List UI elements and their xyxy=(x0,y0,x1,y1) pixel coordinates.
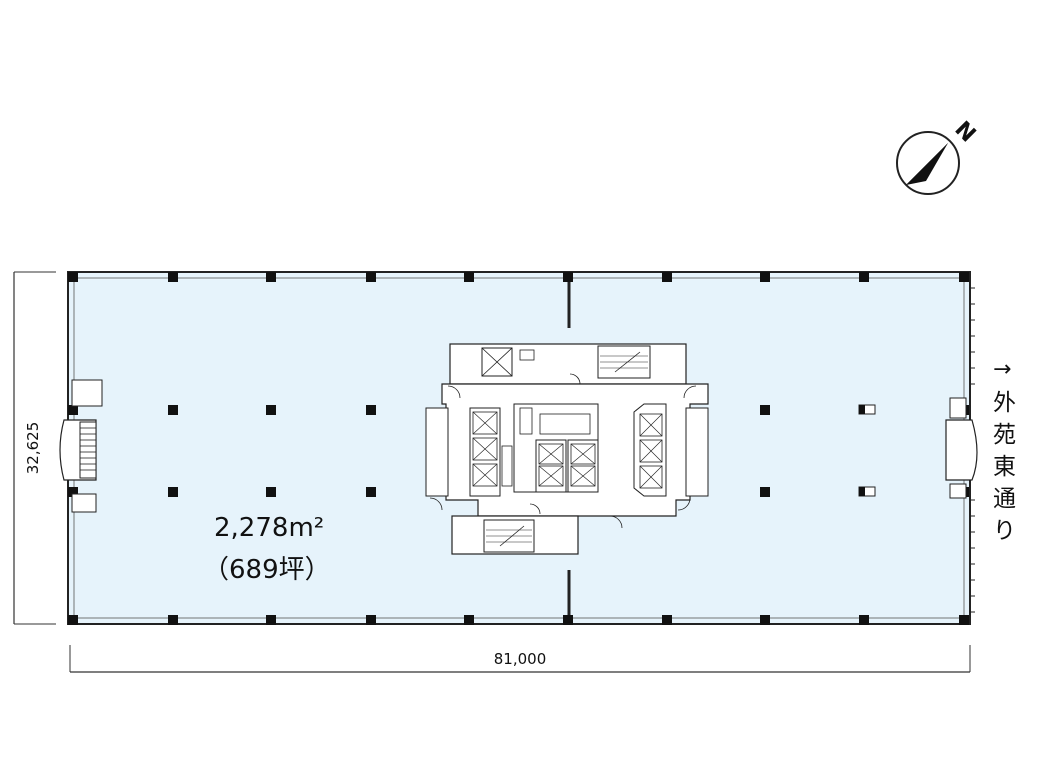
compass: N xyxy=(896,117,981,195)
column xyxy=(464,615,474,625)
column xyxy=(266,615,276,625)
west-stair xyxy=(59,379,103,513)
column xyxy=(168,487,178,497)
column xyxy=(366,487,376,497)
column xyxy=(662,272,672,282)
area-label: 2,278m² （689坪） xyxy=(203,513,331,585)
floor-area-tsubo: （689坪） xyxy=(203,555,331,585)
street-label: → 外 苑 東 通 り xyxy=(993,357,1016,544)
column xyxy=(168,405,178,415)
column xyxy=(366,615,376,625)
column xyxy=(464,272,474,282)
column xyxy=(760,272,770,282)
column xyxy=(366,405,376,415)
column xyxy=(563,615,573,625)
column xyxy=(68,405,78,415)
floor-outlets xyxy=(858,404,876,497)
depth-label: 32,625 xyxy=(24,422,42,475)
street-char: 通 xyxy=(993,486,1016,512)
north-arrow-tip xyxy=(906,143,948,185)
column xyxy=(266,405,276,415)
column xyxy=(366,272,376,282)
width-dimension: 81,000 xyxy=(69,645,971,673)
width-label: 81,000 xyxy=(494,650,547,668)
column xyxy=(266,487,276,497)
column xyxy=(563,272,573,282)
column xyxy=(68,615,78,625)
street-arrow-icon: → xyxy=(993,357,1011,382)
column xyxy=(859,615,869,625)
street-char: 東 xyxy=(993,454,1016,480)
building-core xyxy=(425,343,709,555)
column xyxy=(959,272,969,282)
column xyxy=(662,615,672,625)
north-label: N xyxy=(950,117,981,148)
structural-columns xyxy=(68,272,969,625)
column xyxy=(168,615,178,625)
street-char: 苑 xyxy=(993,422,1016,448)
column xyxy=(760,487,770,497)
column xyxy=(859,272,869,282)
column xyxy=(266,272,276,282)
column xyxy=(959,615,969,625)
street-char: り xyxy=(993,518,1016,544)
column xyxy=(68,272,78,282)
column xyxy=(68,487,78,497)
east-facade-mullions xyxy=(970,287,975,613)
column xyxy=(760,615,770,625)
column xyxy=(760,405,770,415)
floor-area-sqm: 2,278m² xyxy=(214,513,324,543)
depth-dimension: 32,625 xyxy=(13,271,56,625)
street-char: 外 xyxy=(993,390,1016,416)
east-exit xyxy=(945,397,978,499)
column xyxy=(168,272,178,282)
